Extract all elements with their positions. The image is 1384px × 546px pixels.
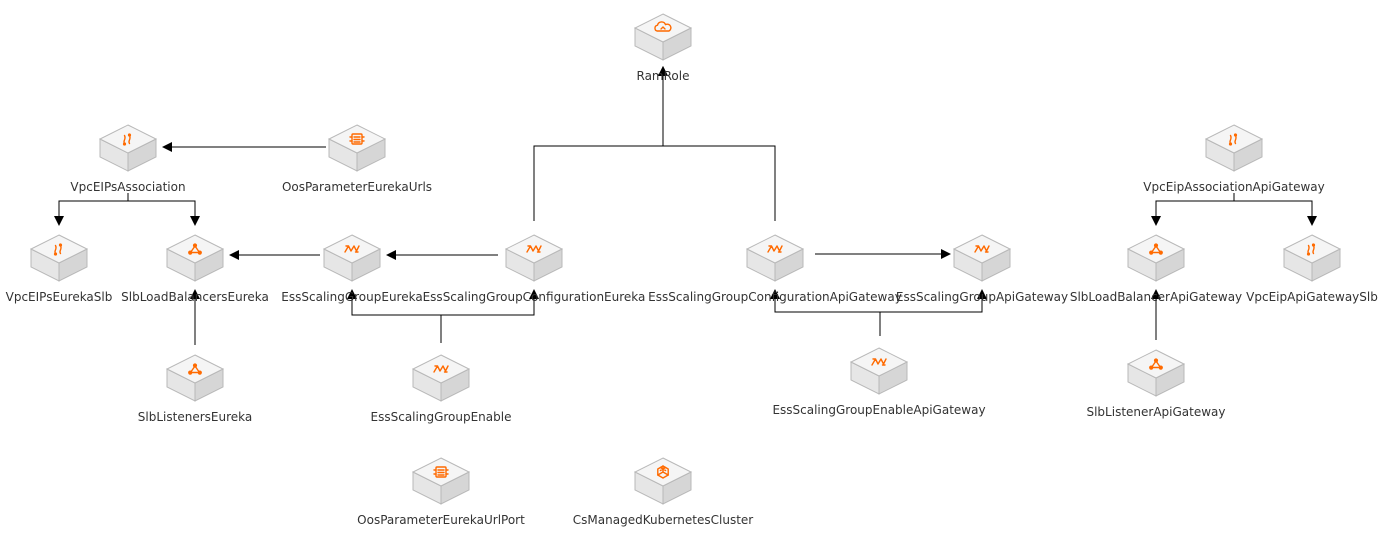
node-essscalinggroupapigateway[interactable] — [952, 234, 1012, 282]
kubernetes-icon — [657, 465, 669, 479]
eip-icon — [1306, 243, 1316, 256]
node-label-essscalinggroupapigateway: EssScalingGroupApiGateway — [895, 290, 1069, 304]
slb-icon — [1149, 358, 1163, 370]
node-label-slbloadbalancerapigateway: SlbLoadBalancerApiGateway — [1069, 290, 1243, 304]
slb-icon — [1149, 243, 1163, 255]
node-vpceipseurekaslb[interactable] — [29, 234, 89, 282]
node-slbloadbalancerseureka[interactable] — [165, 234, 225, 282]
ess-icon — [871, 358, 887, 366]
node-label-vpceipapigatewayslb: VpcEipApiGatewaySlb — [1246, 290, 1378, 304]
node-label-essscalinggroupeureka: EssScalingGroupEureka — [281, 290, 423, 304]
cube-top-face — [1126, 349, 1186, 379]
eip-icon — [122, 133, 132, 146]
node-essscalinggroupeureka[interactable] — [322, 234, 382, 282]
node-label-vpceipsassociation: VpcEIPsAssociation — [70, 180, 186, 194]
node-label-ramrole: RamRole — [636, 69, 690, 83]
ess-icon — [974, 245, 990, 253]
node-label-essscalinggroupenable: EssScalingGroupEnable — [370, 410, 512, 424]
eip-icon — [1228, 133, 1238, 146]
cube-top-face — [29, 234, 89, 264]
node-label-vpceipassociationapigateway: VpcEipAssociationApiGateway — [1143, 180, 1325, 194]
cube-top-face — [98, 124, 158, 154]
node-label-slblistenerseureka: SlbListenersEureka — [137, 410, 253, 424]
node-label-slbloadbalancerseureka: SlbLoadBalancersEureka — [121, 290, 269, 304]
node-essscalinggroupenableapigateway[interactable] — [849, 347, 909, 395]
edge-essscalinggroupenable-to-essscalinggroupconfigurationeureka — [440, 289, 539, 343]
node-vpceipapigatewayslb[interactable] — [1282, 234, 1342, 282]
cube-top-face — [633, 13, 693, 43]
cloud-icon — [654, 21, 672, 32]
edge-vpceipsassociation-to-slbloadbalancerseureka — [127, 193, 200, 226]
cube-top-face — [1126, 234, 1186, 264]
edge-vpceipassociationapigateway-to-slbloadbalancerapigateway — [1151, 193, 1235, 226]
edge-essscalinggroupconfigurationapigateway-to-ramrole — [658, 66, 776, 221]
cube-top-face — [1282, 234, 1342, 264]
node-label-essscalinggroupenableapigateway: EssScalingGroupEnableApiGateway — [772, 403, 986, 417]
edges-layer — [54, 66, 1317, 345]
node-slbloadbalancerapigateway[interactable] — [1126, 234, 1186, 282]
ess-icon — [526, 245, 542, 253]
ess-icon — [433, 365, 449, 373]
node-oosparametereurekaurlport[interactable] — [411, 457, 471, 505]
node-label-essscalinggroupconfigurationapigateway: EssScalingGroupConfigurationApiGateway — [648, 290, 902, 304]
cube-top-face — [165, 354, 225, 384]
node-slblistenerapigateway[interactable] — [1126, 349, 1186, 397]
edge-vpceipassociationapigateway-to-vpceipapigatewayslb — [1233, 193, 1317, 226]
edge-essscalinggroupconfigurationeureka-to-ramrole — [533, 66, 668, 221]
oos-parameter-icon — [433, 466, 449, 478]
cube-top-face — [165, 234, 225, 264]
node-ramrole[interactable] — [633, 13, 693, 61]
ess-icon — [767, 245, 783, 253]
oos-parameter-icon — [349, 133, 365, 145]
node-label-oosparametereurekaurls: OosParameterEurekaUrls — [281, 180, 433, 194]
node-vpceipassociationapigateway[interactable] — [1204, 124, 1264, 172]
node-essscalinggroupenable[interactable] — [411, 354, 471, 402]
node-label-oosparametereurekaurlport: OosParameterEurekaUrlPort — [357, 513, 525, 527]
node-slblistenerseureka[interactable] — [165, 354, 225, 402]
node-oosparametereurekaurls[interactable] — [327, 124, 387, 172]
node-label-slblistenerapigateway: SlbListenerApiGateway — [1086, 405, 1226, 419]
node-label-vpceipseurekaslb: VpcEIPsEurekaSlb — [5, 290, 113, 304]
nodes-layer — [29, 13, 1342, 505]
eip-icon — [53, 243, 63, 256]
ess-icon — [344, 245, 360, 253]
edge-vpceipsassociation-to-vpceipseurekaslb — [54, 193, 129, 226]
node-essscalinggroupconfigurationeureka[interactable] — [504, 234, 564, 282]
cube-top-face — [1204, 124, 1264, 154]
node-vpceipsassociation[interactable] — [98, 124, 158, 172]
node-essscalinggroupconfigurationapigateway[interactable] — [745, 234, 805, 282]
slb-icon — [188, 243, 202, 255]
slb-icon — [188, 363, 202, 375]
node-label-essscalinggroupconfigurationeureka: EssScalingGroupConfigurationEureka — [422, 290, 646, 304]
node-csmanagedkubernetescluster[interactable] — [633, 457, 693, 505]
edge-essscalinggroupenableapigateway-to-essscalinggroupapigateway — [879, 289, 987, 336]
node-label-csmanagedkubernetescluster: CsManagedKubernetesCluster — [572, 513, 754, 527]
